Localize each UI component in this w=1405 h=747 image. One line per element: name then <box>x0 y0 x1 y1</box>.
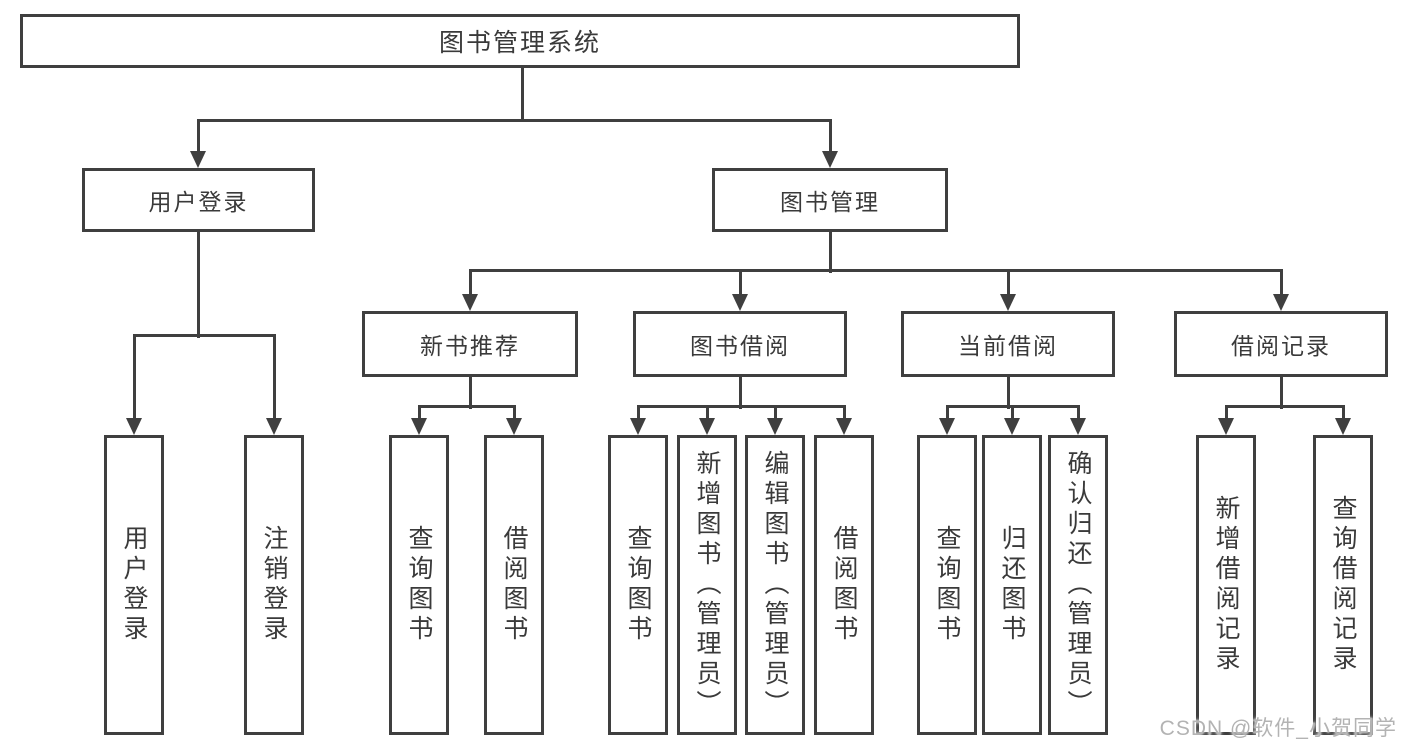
node-leaf-return-books: 归还图书 <box>982 435 1042 735</box>
node-leaf-logout: 注销登录 <box>244 435 304 735</box>
arrowhead-down-icon <box>1004 418 1020 435</box>
connector-arrow-shaft <box>1010 405 1014 420</box>
node-label-leaf-edit-book-admin: 编辑图书（管理员） <box>761 450 789 720</box>
connector-arrow-shaft <box>773 405 777 420</box>
node-book-management: 图书管理 <box>712 168 948 232</box>
arrowhead-down-icon <box>732 294 748 311</box>
arrowhead-down-icon <box>126 418 142 435</box>
node-leaf-borrow-books-2: 借阅图书 <box>814 435 874 735</box>
node-user-login: 用户登录 <box>82 168 315 232</box>
connector-hline <box>196 118 832 122</box>
arrowhead-down-icon <box>822 151 838 168</box>
arrowhead-down-icon <box>836 418 852 435</box>
arrowhead-down-icon <box>1070 418 1086 435</box>
arrowhead-down-icon <box>411 418 427 435</box>
arrowhead-down-icon <box>699 418 715 435</box>
connector-hline <box>1224 404 1345 408</box>
node-label-leaf-borrow-books-2: 借阅图书 <box>830 525 858 645</box>
connector-arrow-shaft <box>1279 269 1283 296</box>
node-label-leaf-add-borrow-record: 新增借阅记录 <box>1212 495 1240 675</box>
connector-arrow-shaft <box>828 119 832 153</box>
connector-hline <box>417 404 516 408</box>
node-label-book-borrowing: 图书借阅 <box>690 333 790 359</box>
node-label-leaf-query-books-1: 查询图书 <box>405 525 433 645</box>
node-leaf-query-books-3: 查询图书 <box>917 435 977 735</box>
node-leaf-add-borrow-record: 新增借阅记录 <box>1196 435 1256 735</box>
node-label-current-borrowing: 当前借阅 <box>958 333 1058 359</box>
node-root-system: 图书管理系统 <box>20 14 1020 68</box>
node-label-leaf-logout: 注销登录 <box>260 525 288 645</box>
arrowhead-down-icon <box>939 418 955 435</box>
node-label-leaf-add-book-admin: 新增图书（管理员） <box>693 450 721 720</box>
connector-arrow-shaft <box>272 334 276 420</box>
arrowhead-down-icon <box>1218 418 1234 435</box>
connector-arrow-shaft <box>842 405 846 420</box>
connector-hline <box>468 268 1283 272</box>
node-leaf-query-borrow-record: 查询借阅记录 <box>1313 435 1373 735</box>
arrowhead-down-icon <box>630 418 646 435</box>
node-leaf-query-books-2: 查询图书 <box>608 435 668 735</box>
connector-arrow-shaft <box>1224 405 1228 420</box>
node-leaf-user-login: 用户登录 <box>104 435 164 735</box>
arrowhead-down-icon <box>462 294 478 311</box>
arrowhead-down-icon <box>190 151 206 168</box>
arrowhead-down-icon <box>266 418 282 435</box>
connector-vline <box>468 377 472 409</box>
node-label-user-login: 用户登录 <box>148 189 249 215</box>
connector-arrow-shaft <box>636 405 640 420</box>
node-new-book-recommend: 新书推荐 <box>362 311 578 377</box>
node-label-leaf-borrow-books-1: 借阅图书 <box>500 525 528 645</box>
node-label-leaf-query-books-3: 查询图书 <box>933 525 961 645</box>
connector-arrow-shaft <box>705 405 709 420</box>
connector-arrow-shaft <box>512 405 516 420</box>
node-leaf-add-book-admin: 新增图书（管理员） <box>677 435 737 735</box>
node-label-new-book-recommend: 新书推荐 <box>420 333 520 359</box>
connector-arrow-shaft <box>468 269 472 296</box>
connector-vline <box>1279 377 1283 409</box>
arrowhead-down-icon <box>1273 294 1289 311</box>
node-label-leaf-query-borrow-record: 查询借阅记录 <box>1329 495 1357 675</box>
node-label-root-system: 图书管理系统 <box>438 29 601 57</box>
connector-arrow-shaft <box>417 405 421 420</box>
connector-arrow-shaft <box>945 405 949 420</box>
arrowhead-down-icon <box>506 418 522 435</box>
node-leaf-query-books-1: 查询图书 <box>389 435 449 735</box>
connector-vline <box>520 66 524 122</box>
node-label-borrowing-records: 借阅记录 <box>1231 333 1331 359</box>
node-current-borrowing: 当前借阅 <box>901 311 1115 377</box>
connector-vline <box>738 377 742 409</box>
connector-vline <box>196 232 200 338</box>
connector-arrow-shaft <box>1006 269 1010 296</box>
node-label-leaf-return-books: 归还图书 <box>998 525 1026 645</box>
node-book-borrowing: 图书借阅 <box>633 311 847 377</box>
node-leaf-confirm-return-admin: 确认归还（管理员） <box>1048 435 1108 735</box>
connector-vline <box>1006 377 1010 409</box>
arrowhead-down-icon <box>767 418 783 435</box>
connector-arrow-shaft <box>196 119 200 153</box>
connector-arrow-shaft <box>132 334 136 420</box>
node-label-leaf-confirm-return-admin: 确认归还（管理员） <box>1064 450 1092 720</box>
csdn-watermark: CSDN @软件_小贺同学 <box>1159 717 1397 740</box>
arrowhead-down-icon <box>1000 294 1016 311</box>
connector-arrow-shaft <box>1341 405 1345 420</box>
connector-arrow-shaft <box>1076 405 1080 420</box>
node-label-leaf-user-login: 用户登录 <box>120 525 148 645</box>
connector-vline <box>828 232 832 273</box>
node-label-book-management: 图书管理 <box>780 189 880 215</box>
connector-arrow-shaft <box>738 269 742 296</box>
connector-hline <box>132 333 276 337</box>
node-label-leaf-query-books-2: 查询图书 <box>624 525 652 645</box>
node-leaf-borrow-books-1: 借阅图书 <box>484 435 544 735</box>
arrowhead-down-icon <box>1335 418 1351 435</box>
node-borrowing-records: 借阅记录 <box>1174 311 1388 377</box>
connector-hline <box>636 404 846 408</box>
node-leaf-edit-book-admin: 编辑图书（管理员） <box>745 435 805 735</box>
